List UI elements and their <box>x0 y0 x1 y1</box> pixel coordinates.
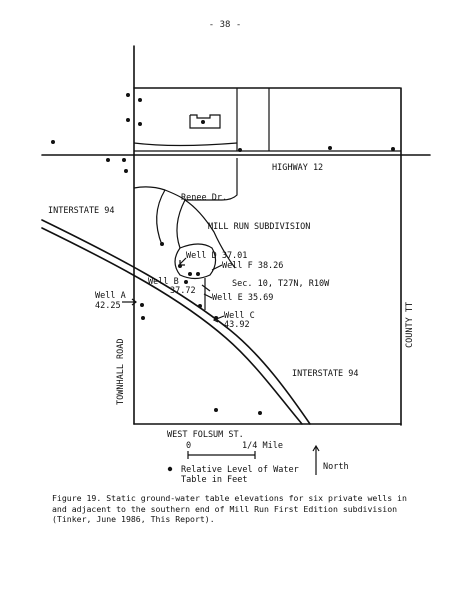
subdivision-road-1 <box>133 186 186 201</box>
dot <box>391 147 395 151</box>
dot <box>258 411 262 415</box>
arrowhead-d <box>179 260 185 266</box>
dot <box>140 303 144 307</box>
legend: Relative Level of Water Table in Feet <box>167 465 299 485</box>
scale-bar: 0 1/4 Mile <box>186 441 283 459</box>
interstate-94-lower-label: INTERSTATE 94 <box>292 369 359 379</box>
well-b-label: Well B <box>148 277 179 287</box>
dot <box>126 118 130 122</box>
dot <box>238 148 242 152</box>
arrow-well-e <box>203 293 213 299</box>
arrow-well-f <box>211 264 223 271</box>
page-number: - 38 - <box>208 20 242 30</box>
subdivision-label: MILL RUN SUBDIVISION <box>208 222 310 232</box>
dot <box>122 158 126 162</box>
dot <box>214 408 218 412</box>
building-outline <box>189 114 221 129</box>
renee-drive <box>185 158 238 201</box>
figure-caption: Figure 19. Static ground-water table ele… <box>52 493 407 524</box>
dot <box>160 242 164 246</box>
well-arrows <box>122 257 225 323</box>
scale-quarter-label: 1/4 Mile <box>242 441 283 451</box>
cul-de-sac <box>174 243 217 280</box>
dot <box>138 122 142 126</box>
legend-line-2: Table in Feet <box>181 475 248 485</box>
well-b-value: 37.72 <box>170 286 196 296</box>
dot <box>126 93 130 97</box>
well-c-value: 43.92 <box>224 320 250 330</box>
interstate-94-line-2 <box>41 227 303 425</box>
dot <box>328 146 332 150</box>
arrow-well-b <box>201 284 211 292</box>
dot <box>196 272 200 276</box>
townhall-road-label: TOWNHALL ROAD <box>116 338 126 405</box>
dot <box>188 272 192 276</box>
scale-zero-label: 0 <box>186 441 191 451</box>
dot <box>201 120 205 124</box>
arrowhead-a <box>131 298 137 306</box>
subdivision-road-2 <box>156 189 166 246</box>
well-a-label: Well A <box>95 291 126 301</box>
well-d-label: Well D 37.01 <box>186 251 247 261</box>
well-f-label: Well F 38.26 <box>222 261 283 271</box>
dot <box>184 280 188 284</box>
well-c-label: Well C <box>224 311 255 321</box>
dot <box>124 169 128 173</box>
legend-dot <box>167 466 173 472</box>
section-label: Sec. 10, T27N, R10W <box>232 279 330 289</box>
north-arrowhead <box>312 444 320 452</box>
dot <box>138 98 142 102</box>
arrow-well-d <box>179 257 187 265</box>
highway-12-label: HIGHWAY 12 <box>272 163 323 173</box>
dot <box>106 158 110 162</box>
north-arrow: North <box>312 444 349 475</box>
dot <box>198 304 202 308</box>
west-folsum-label: WEST FOLSUM ST. <box>167 430 244 440</box>
legend-line-1: Relative Level of Water <box>181 465 299 475</box>
renee-dr-label: Renee Dr. <box>181 193 227 203</box>
well-a-value: 42.25 <box>95 301 121 311</box>
subdivision-road-3 <box>176 199 186 249</box>
north-label: North <box>323 462 349 472</box>
subdivision-road-4 <box>184 199 236 269</box>
interstate-94-line-1 <box>41 219 311 425</box>
frontage-road <box>133 142 238 147</box>
well-e-label: Well E 35.69 <box>212 293 273 303</box>
dot <box>141 316 145 320</box>
arrowhead-c <box>212 316 219 323</box>
interstate-94-upper-label: INTERSTATE 94 <box>48 206 115 216</box>
dot <box>51 140 55 144</box>
county-tt-label: COUNTY TT <box>405 302 415 348</box>
